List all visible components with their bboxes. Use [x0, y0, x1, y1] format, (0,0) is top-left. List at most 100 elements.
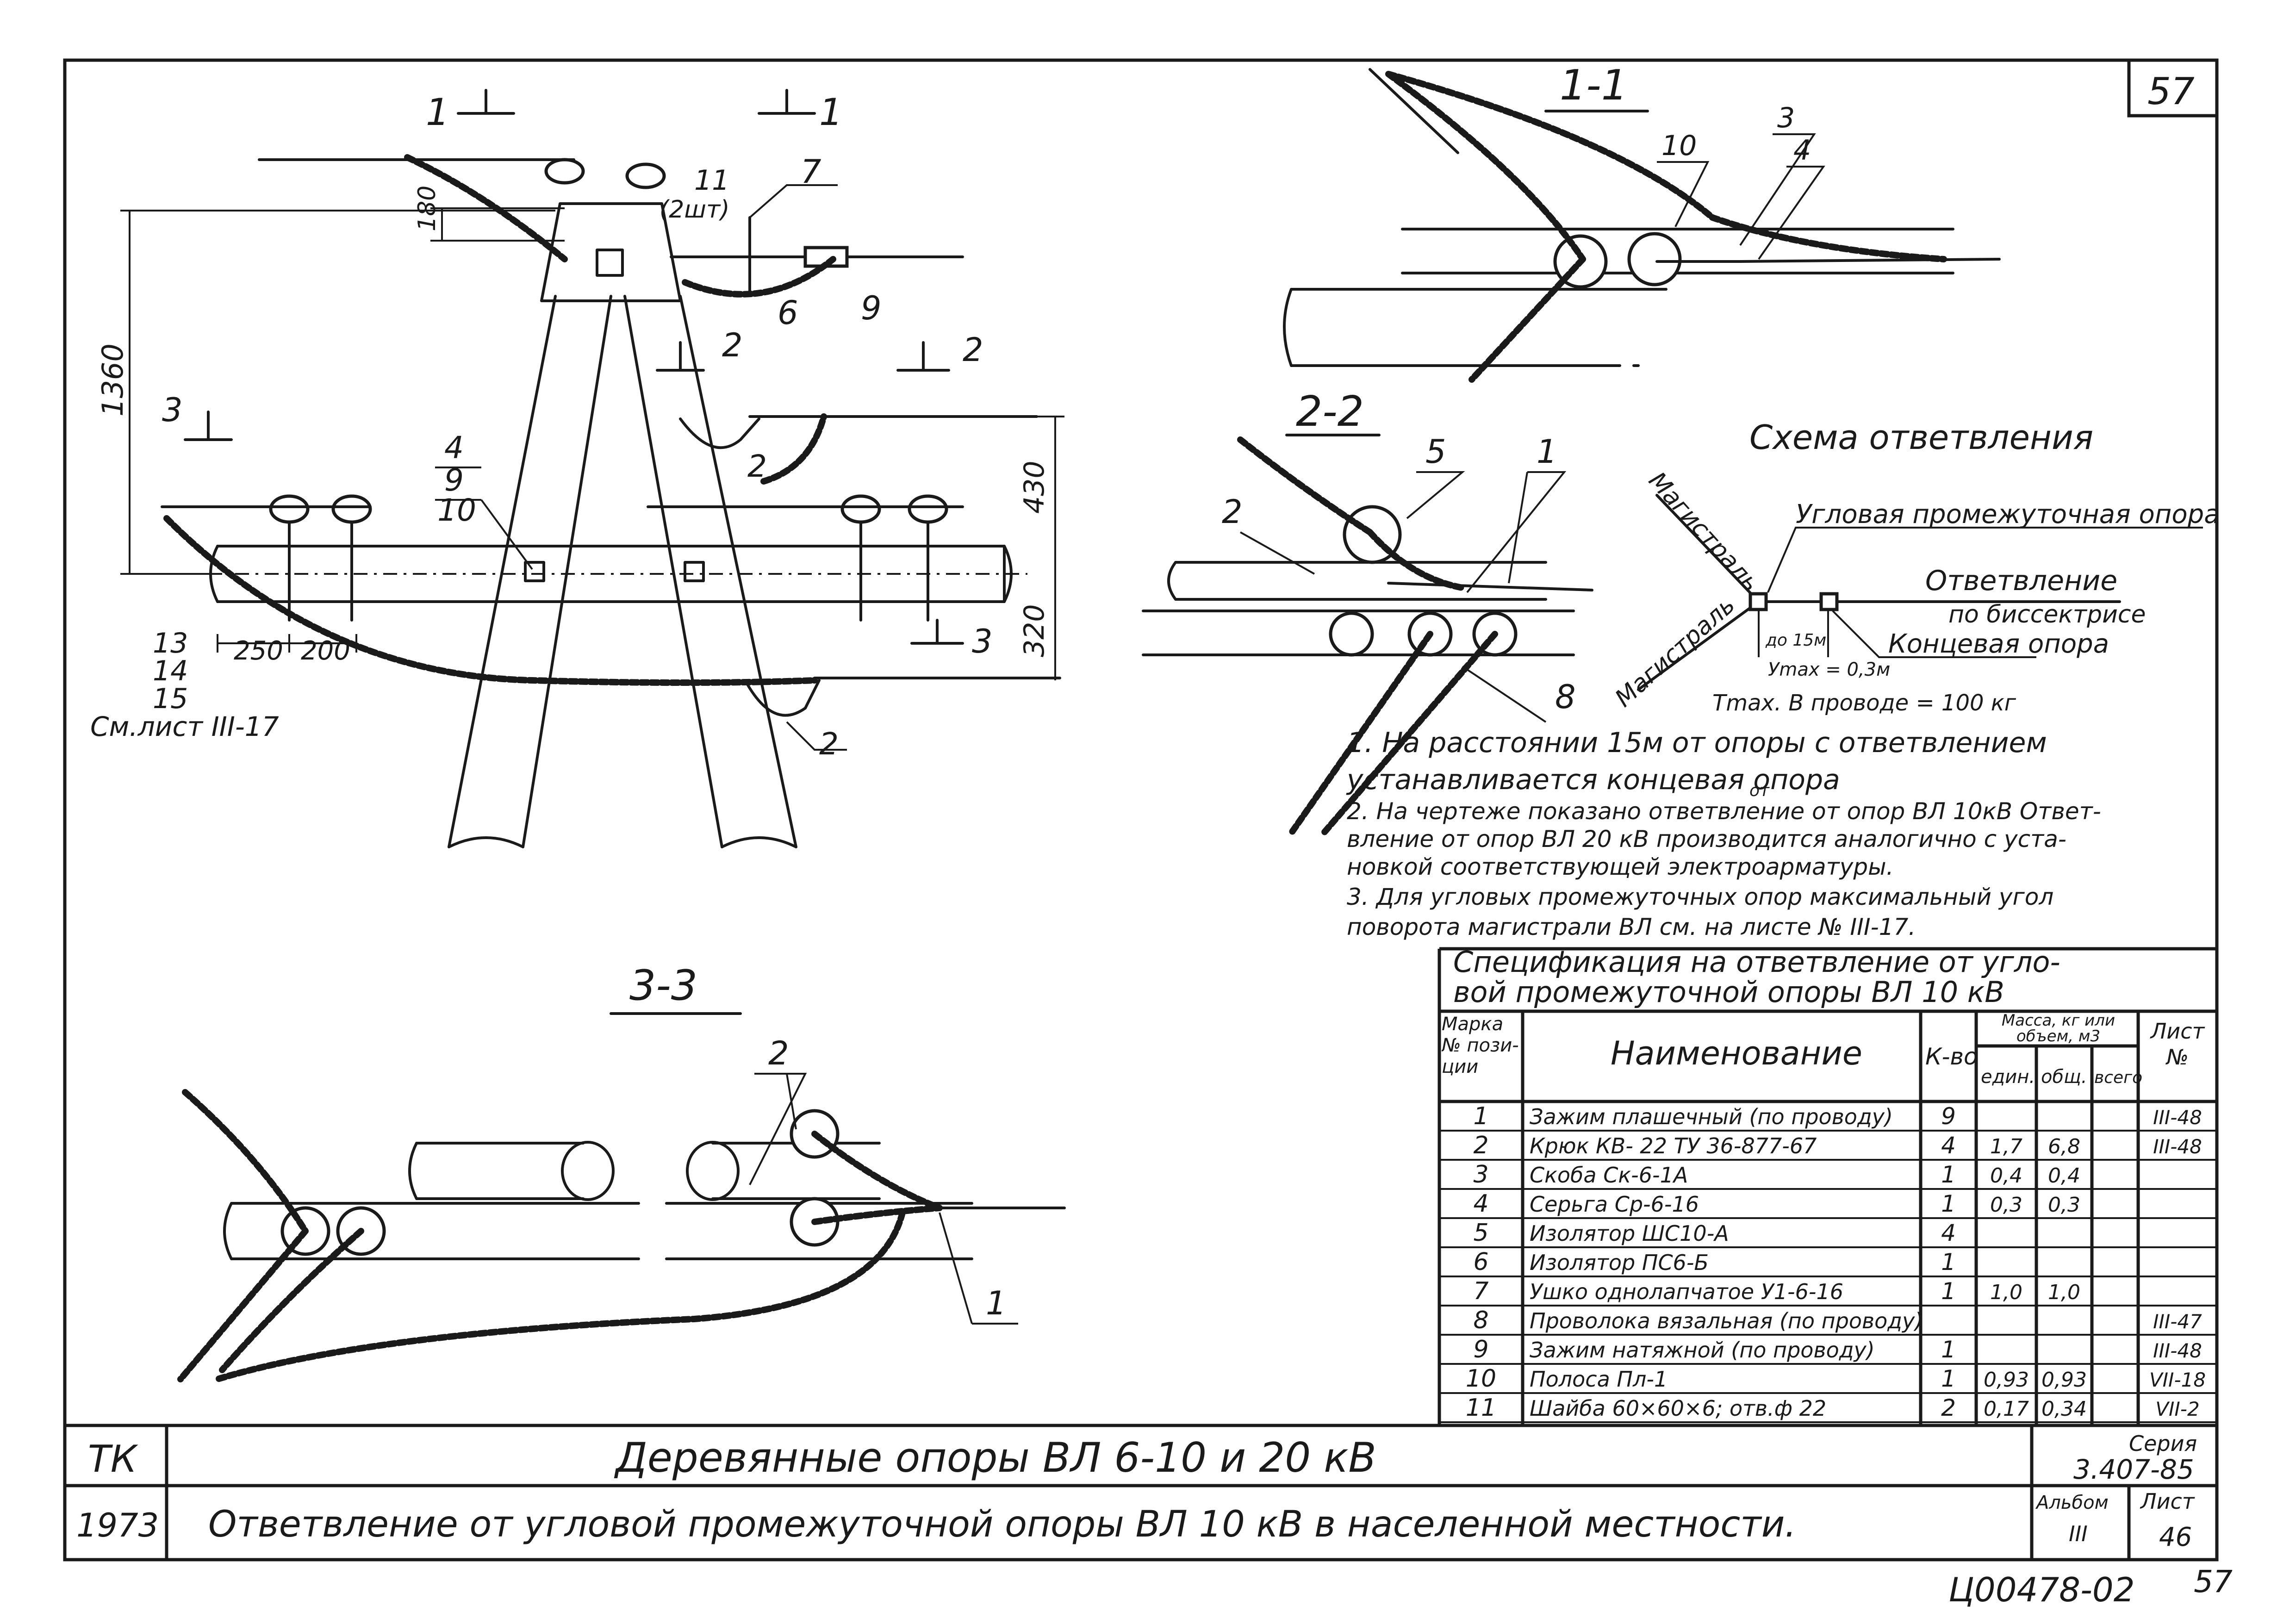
callout-1-1-10: 10 [1661, 130, 1697, 162]
insulator-pin-4 [908, 494, 948, 524]
spec-cell-name: Зажим натяжной (по проводу) [1530, 1338, 1875, 1363]
spec-header-name: Наименование [1611, 1034, 1862, 1072]
spec-cell-mark: 11 [1466, 1394, 1496, 1422]
bottom-code: Ц00478-02 [1948, 1570, 2135, 1609]
spec-cell-mark: 6 [1473, 1248, 1488, 1276]
callout-2-2-5: 5 [1425, 433, 1446, 471]
spec-cell-qty: 1 [1941, 1190, 1956, 1217]
title-block: ТК 1973 Деревянные опоры ВЛ 6-10 и 20 кВ… [65, 1424, 2217, 1560]
conductor-1-1 [1369, 68, 2001, 263]
callout-2-2-8: 8 [1555, 678, 1576, 716]
log-end-b [686, 1141, 740, 1201]
cut-marker-2-left: 2 [722, 326, 743, 364]
spec-header-sheet-cell: Лист № [2151, 1019, 2205, 1070]
main-view: 1 1 [90, 89, 1064, 848]
see-sheet-ref: См.лист III-17 [90, 711, 279, 742]
spec-cell-sheet: III-48 [2153, 1135, 2202, 1158]
spec-cell-mark: 4 [1473, 1190, 1488, 1218]
dim-line-430 [1037, 416, 1064, 574]
scheme-title: Схема ответвления [1749, 418, 2093, 457]
scheme-leader-corner [1767, 527, 2203, 593]
spec-cell-sheet: VII-2 [2155, 1398, 2199, 1420]
series-value: 3.407-85 [2073, 1454, 2194, 1485]
sheet-frame [63, 58, 2219, 1562]
callout-14: 14 [153, 655, 188, 687]
scheme-distance-label: до 15м [1765, 631, 1826, 650]
section-2-2: 2-2 2 5 1 8 [1142, 387, 1593, 836]
spec-cell-total: 0,4 [2048, 1164, 2080, 1188]
rope-2-2 [1237, 436, 1498, 836]
cut-arrow-1-left [457, 89, 515, 115]
spec-cell-mark: 8 [1473, 1307, 1488, 1334]
insulator-1-1-b [1627, 232, 1682, 286]
cut-marker-1-right: 1 [819, 91, 843, 134]
spec-cell-sheet: III-47 [2153, 1310, 2202, 1333]
scheme-corner-support-label: Угловая промежуточная опора [1796, 499, 2220, 529]
note-line-5: новкой соответствующей электроарматуры. [1347, 853, 1893, 880]
cut-arrow-3-right [910, 619, 964, 645]
dim-line-180 [430, 207, 565, 242]
spec-cell-mark: 10 [1466, 1365, 1496, 1393]
dim-1360: 1360 [96, 343, 130, 417]
dim-430: 430 [1018, 460, 1051, 514]
scheme-branch-label: Ответвление [1925, 565, 2117, 597]
leaders-2-2 [1240, 471, 1567, 723]
spec-cell-qty: 4 [1941, 1132, 1956, 1159]
scheme-corner-support [1748, 592, 1768, 611]
spec-cell-name: Скоба Ск-6-1А [1530, 1163, 1688, 1188]
insulator-bolts [288, 522, 929, 622]
dim-200: 200 [301, 636, 350, 666]
cut-arrow-1-right [758, 89, 816, 115]
top-tie-rope [404, 154, 568, 262]
callout-4: 4 [444, 430, 464, 466]
dim-180: 180 [413, 186, 441, 231]
bottom-page: 57 [2194, 1564, 2233, 1599]
note-line-4: вление от опор ВЛ 20 кВ производится ана… [1347, 826, 2066, 852]
scheme-mainline-b [1637, 600, 1760, 691]
spec-cell-mark: 3 [1473, 1161, 1488, 1188]
spec-cell-total: 0,3 [2048, 1193, 2080, 1217]
scheme-mainline-a [1655, 494, 1760, 603]
callout-2-upper: 2 [747, 448, 767, 484]
spec-cell-name: Крюк КВ- 22 ТУ 36-877-67 [1530, 1133, 1817, 1158]
section-1-1-title: 1-1 [1560, 61, 1628, 110]
spec-table: Спецификация на ответвление от угло- вой… [1437, 945, 2217, 1425]
spec-header-total: общ. [2041, 1066, 2087, 1088]
spec-cell-name: Изолятор ПС6-Б [1530, 1250, 1709, 1275]
spec-cell-mark: 2 [1473, 1132, 1488, 1159]
callout-13: 13 [153, 627, 188, 660]
pole-bottom-left [448, 836, 524, 848]
note-line-6: 3. Для угловых промежуточных опор максим… [1347, 884, 2053, 910]
hook-lower [744, 679, 821, 717]
dim-250: 250 [234, 636, 283, 666]
insulator-pin-1 [269, 494, 310, 524]
spec-cell-mark: 5 [1473, 1219, 1488, 1247]
section-1-1: 1-1 10 3 4 [1283, 61, 2001, 383]
album-value: III [2069, 1521, 2088, 1546]
spec-cell-total: 6,8 [2048, 1135, 2080, 1158]
top-insulator-2 [625, 162, 666, 189]
series-label: Серия [2129, 1431, 2197, 1456]
leader-7 [749, 184, 838, 218]
rope-3-3-left [177, 1089, 364, 1382]
pole-bottom-right [721, 836, 797, 848]
cut-arrow-2-right [896, 341, 950, 372]
rope-1-1-main [1385, 71, 1947, 262]
spec-cell-qty: 1 [1941, 1278, 1956, 1305]
pole-top-plate [596, 249, 624, 277]
dim-line-1360 [120, 210, 555, 575]
log-section-a [408, 1142, 585, 1200]
spec-cell-unit: 1,7 [1990, 1135, 2022, 1158]
spec-cell-total: 0,34 [2041, 1397, 2087, 1421]
branch-scheme: Схема ответвления Магистраль Магистраль … [1610, 418, 2220, 716]
leaders-1-1 [1657, 133, 1825, 260]
title-sub: Ответвление от угловой промежуточной опо… [208, 1504, 1796, 1545]
callout-6: 6 [778, 294, 798, 332]
conductor-2-2 [1387, 582, 1593, 591]
scheme-ymax-label: Уmax = 0,3м [1768, 659, 1890, 680]
callout-15: 15 [153, 683, 188, 715]
leader-2-lower [786, 721, 847, 751]
scheme-mainline-a-label: Магистраль [1643, 467, 1764, 597]
spec-cell-unit: 1,0 [1990, 1281, 2022, 1304]
callout-11: 11 [694, 164, 729, 197]
